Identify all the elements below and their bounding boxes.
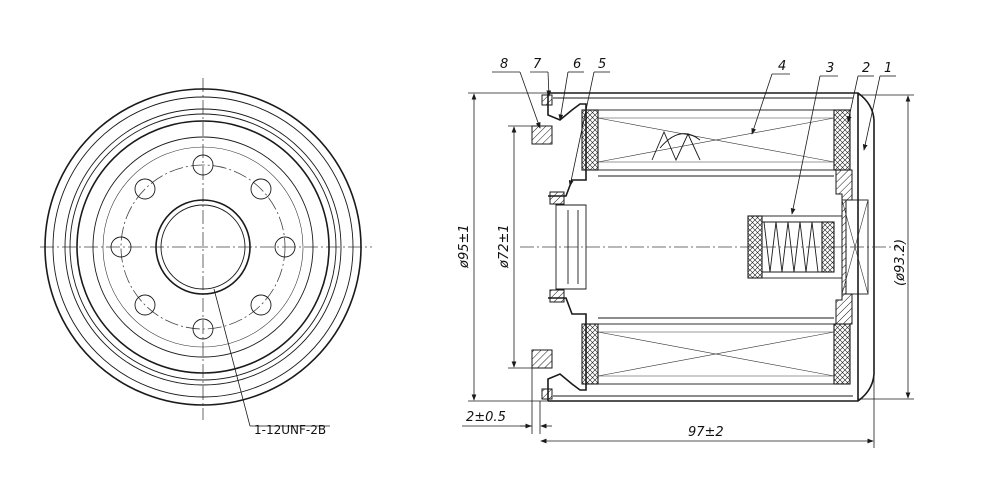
part-label-2: 2 (862, 61, 870, 76)
dim-gasket-offset-label: 2±0.5 (466, 410, 506, 425)
dim-overall-length: 97±2 (540, 374, 875, 448)
part-label-4: 4 (778, 59, 786, 74)
front-view: 1-12UNF-2B (40, 78, 372, 437)
dim-gasket-diameter: ø72±1 (497, 125, 534, 369)
part-label-8: 8 (500, 57, 508, 72)
part-label-3: 3 (826, 61, 834, 76)
section-view: 8 7 6 5 4 3 2 (457, 57, 914, 448)
dim-gasket-diameter-label: ø72±1 (497, 224, 512, 269)
gasket-bottom (531, 349, 553, 369)
spring (762, 221, 822, 273)
dim-gasket-offset: 2±0.5 (462, 368, 552, 434)
thread-callout: 1-12UNF-2B (213, 288, 330, 437)
part-callouts: 8 7 6 5 4 3 2 (492, 57, 896, 215)
dim-outer-diameter: ø95±1 (457, 92, 548, 402)
part-label-6: 6 (573, 57, 581, 72)
part-label-5: 5 (598, 57, 606, 72)
part-label-7: 7 (533, 57, 542, 72)
part-label-1: 1 (884, 61, 892, 76)
bolt-holes (110, 154, 296, 340)
gasket-top (531, 125, 553, 145)
dim-overall-length-label: 97±2 (688, 425, 724, 440)
dim-body-diameter: (ø93.2) (858, 94, 914, 400)
dim-outer-diameter-label: ø95±1 (457, 224, 472, 269)
dim-body-diameter-label: (ø93.2) (893, 239, 908, 286)
thread-label: 1-12UNF-2B (254, 423, 326, 437)
